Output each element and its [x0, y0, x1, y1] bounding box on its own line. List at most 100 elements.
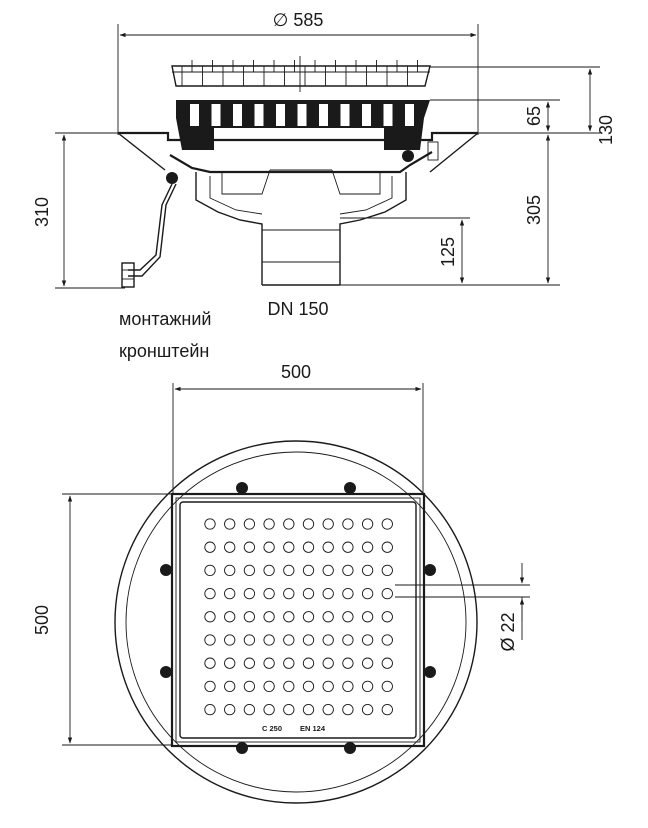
grate-hole: [204, 680, 216, 693]
width-label: 500: [281, 362, 311, 382]
grate-hole: [243, 680, 256, 693]
grate-hole: [342, 518, 354, 530]
grate-hole: [342, 634, 354, 646]
grate-hole: [224, 611, 236, 623]
frame-studs: [160, 482, 436, 754]
grate-hole: [361, 518, 374, 530]
grate-hole: [342, 657, 354, 669]
grate-hole: [243, 703, 256, 716]
grate-hole: [322, 518, 334, 530]
grate-hole: [263, 541, 275, 553]
grate-hole: [302, 611, 315, 623]
grate-hole: [204, 587, 216, 600]
load-class-label: C 250: [262, 724, 282, 733]
grate-hole: [263, 680, 275, 693]
height-125-label: 125: [438, 237, 458, 267]
grate-hole: [263, 587, 275, 600]
side-view: ∅ 585: [32, 10, 616, 319]
frame-stud: [236, 742, 248, 754]
outer-flange-circle: [114, 440, 478, 804]
hole-diameter-label: Ø 22: [498, 612, 518, 651]
grate-hole: [361, 564, 374, 577]
grate-holes: [204, 518, 393, 716]
grate-hole: [302, 657, 315, 669]
grate-hole: [322, 680, 334, 693]
bracket-label-line1: монтажний: [119, 309, 212, 329]
grate-hole: [381, 703, 393, 716]
grate-hole: [381, 587, 393, 600]
grate-hole: [224, 657, 236, 669]
grate-hole: [224, 587, 236, 600]
bracket-label-line2: кронштейн: [119, 341, 210, 361]
hole-diameter-dimension: Ø 22: [395, 563, 530, 652]
grate-hole: [342, 587, 354, 600]
left-height-dimension: 500: [32, 493, 172, 746]
grate-hole: [224, 564, 236, 577]
frame-stud: [344, 482, 356, 494]
height-dimensions: 65 130 305 125: [340, 66, 616, 286]
grate-hole: [263, 634, 275, 646]
grate-hole: [243, 587, 256, 600]
grate-hole: [243, 611, 256, 623]
diameter-dimension: ∅ 585: [117, 10, 479, 135]
grate-hole: [361, 541, 374, 553]
grate-hole: [342, 680, 354, 693]
grate-hole: [204, 634, 216, 646]
top-grate: [171, 56, 431, 92]
grate-hole: [283, 634, 295, 646]
grate-hole: [302, 541, 315, 553]
grate-hole: [283, 541, 295, 553]
frame-stud: [424, 564, 436, 576]
grate-frame: [176, 100, 430, 150]
grate-hole: [283, 657, 295, 669]
height-130-label: 130: [596, 115, 616, 145]
grate-hole: [263, 564, 275, 577]
grate-hole: [361, 611, 374, 623]
grate-hole: [381, 518, 393, 530]
grate-hole: [302, 634, 315, 646]
grate-hole: [381, 611, 393, 623]
grate-hole: [302, 518, 315, 530]
grate-hole: [224, 680, 236, 693]
grate-hole: [243, 518, 256, 530]
grate-hole: [342, 564, 354, 577]
pipe-label: DN 150: [267, 299, 328, 319]
grate-hole: [263, 518, 275, 530]
grate-hole: [204, 564, 216, 577]
grate-hole: [243, 564, 256, 577]
grate-hole: [322, 634, 334, 646]
grate-hole: [322, 703, 334, 716]
grate-hole: [283, 587, 295, 600]
frame-stud: [344, 742, 356, 754]
grate-hole: [322, 657, 334, 669]
grate-hole: [224, 703, 236, 716]
grate-outer-frame: [170, 492, 426, 748]
mounting-bracket: [121, 183, 177, 288]
diameter-label: ∅ 585: [273, 10, 324, 30]
grate-hole: [361, 634, 374, 646]
top-view: 500 500 C 250 EN 124 Ø 22: [32, 362, 530, 804]
grate-hole: [283, 611, 295, 623]
grate-hole: [204, 541, 216, 553]
grate-hole: [283, 703, 295, 716]
grate-hole: [243, 634, 256, 646]
frame-stud: [236, 482, 248, 494]
inner-flange-circle: [125, 451, 467, 793]
grate-hole: [322, 541, 334, 553]
grate-plate: [179, 501, 417, 739]
grate-hole: [381, 564, 393, 577]
grate-hole: [283, 564, 295, 577]
grate-hole: [204, 657, 216, 669]
grate-hole: [224, 634, 236, 646]
frame-stud: [424, 666, 436, 678]
grate-hole: [381, 680, 393, 693]
grate-hole: [361, 657, 374, 669]
total-height-dimension: 310: [32, 132, 125, 289]
grate-hole: [263, 611, 275, 623]
width-dimension: 500: [172, 362, 424, 495]
grate-hole: [283, 680, 295, 693]
grate-hole: [302, 587, 315, 600]
grate-hole: [302, 703, 315, 716]
grate-hole: [381, 541, 393, 553]
